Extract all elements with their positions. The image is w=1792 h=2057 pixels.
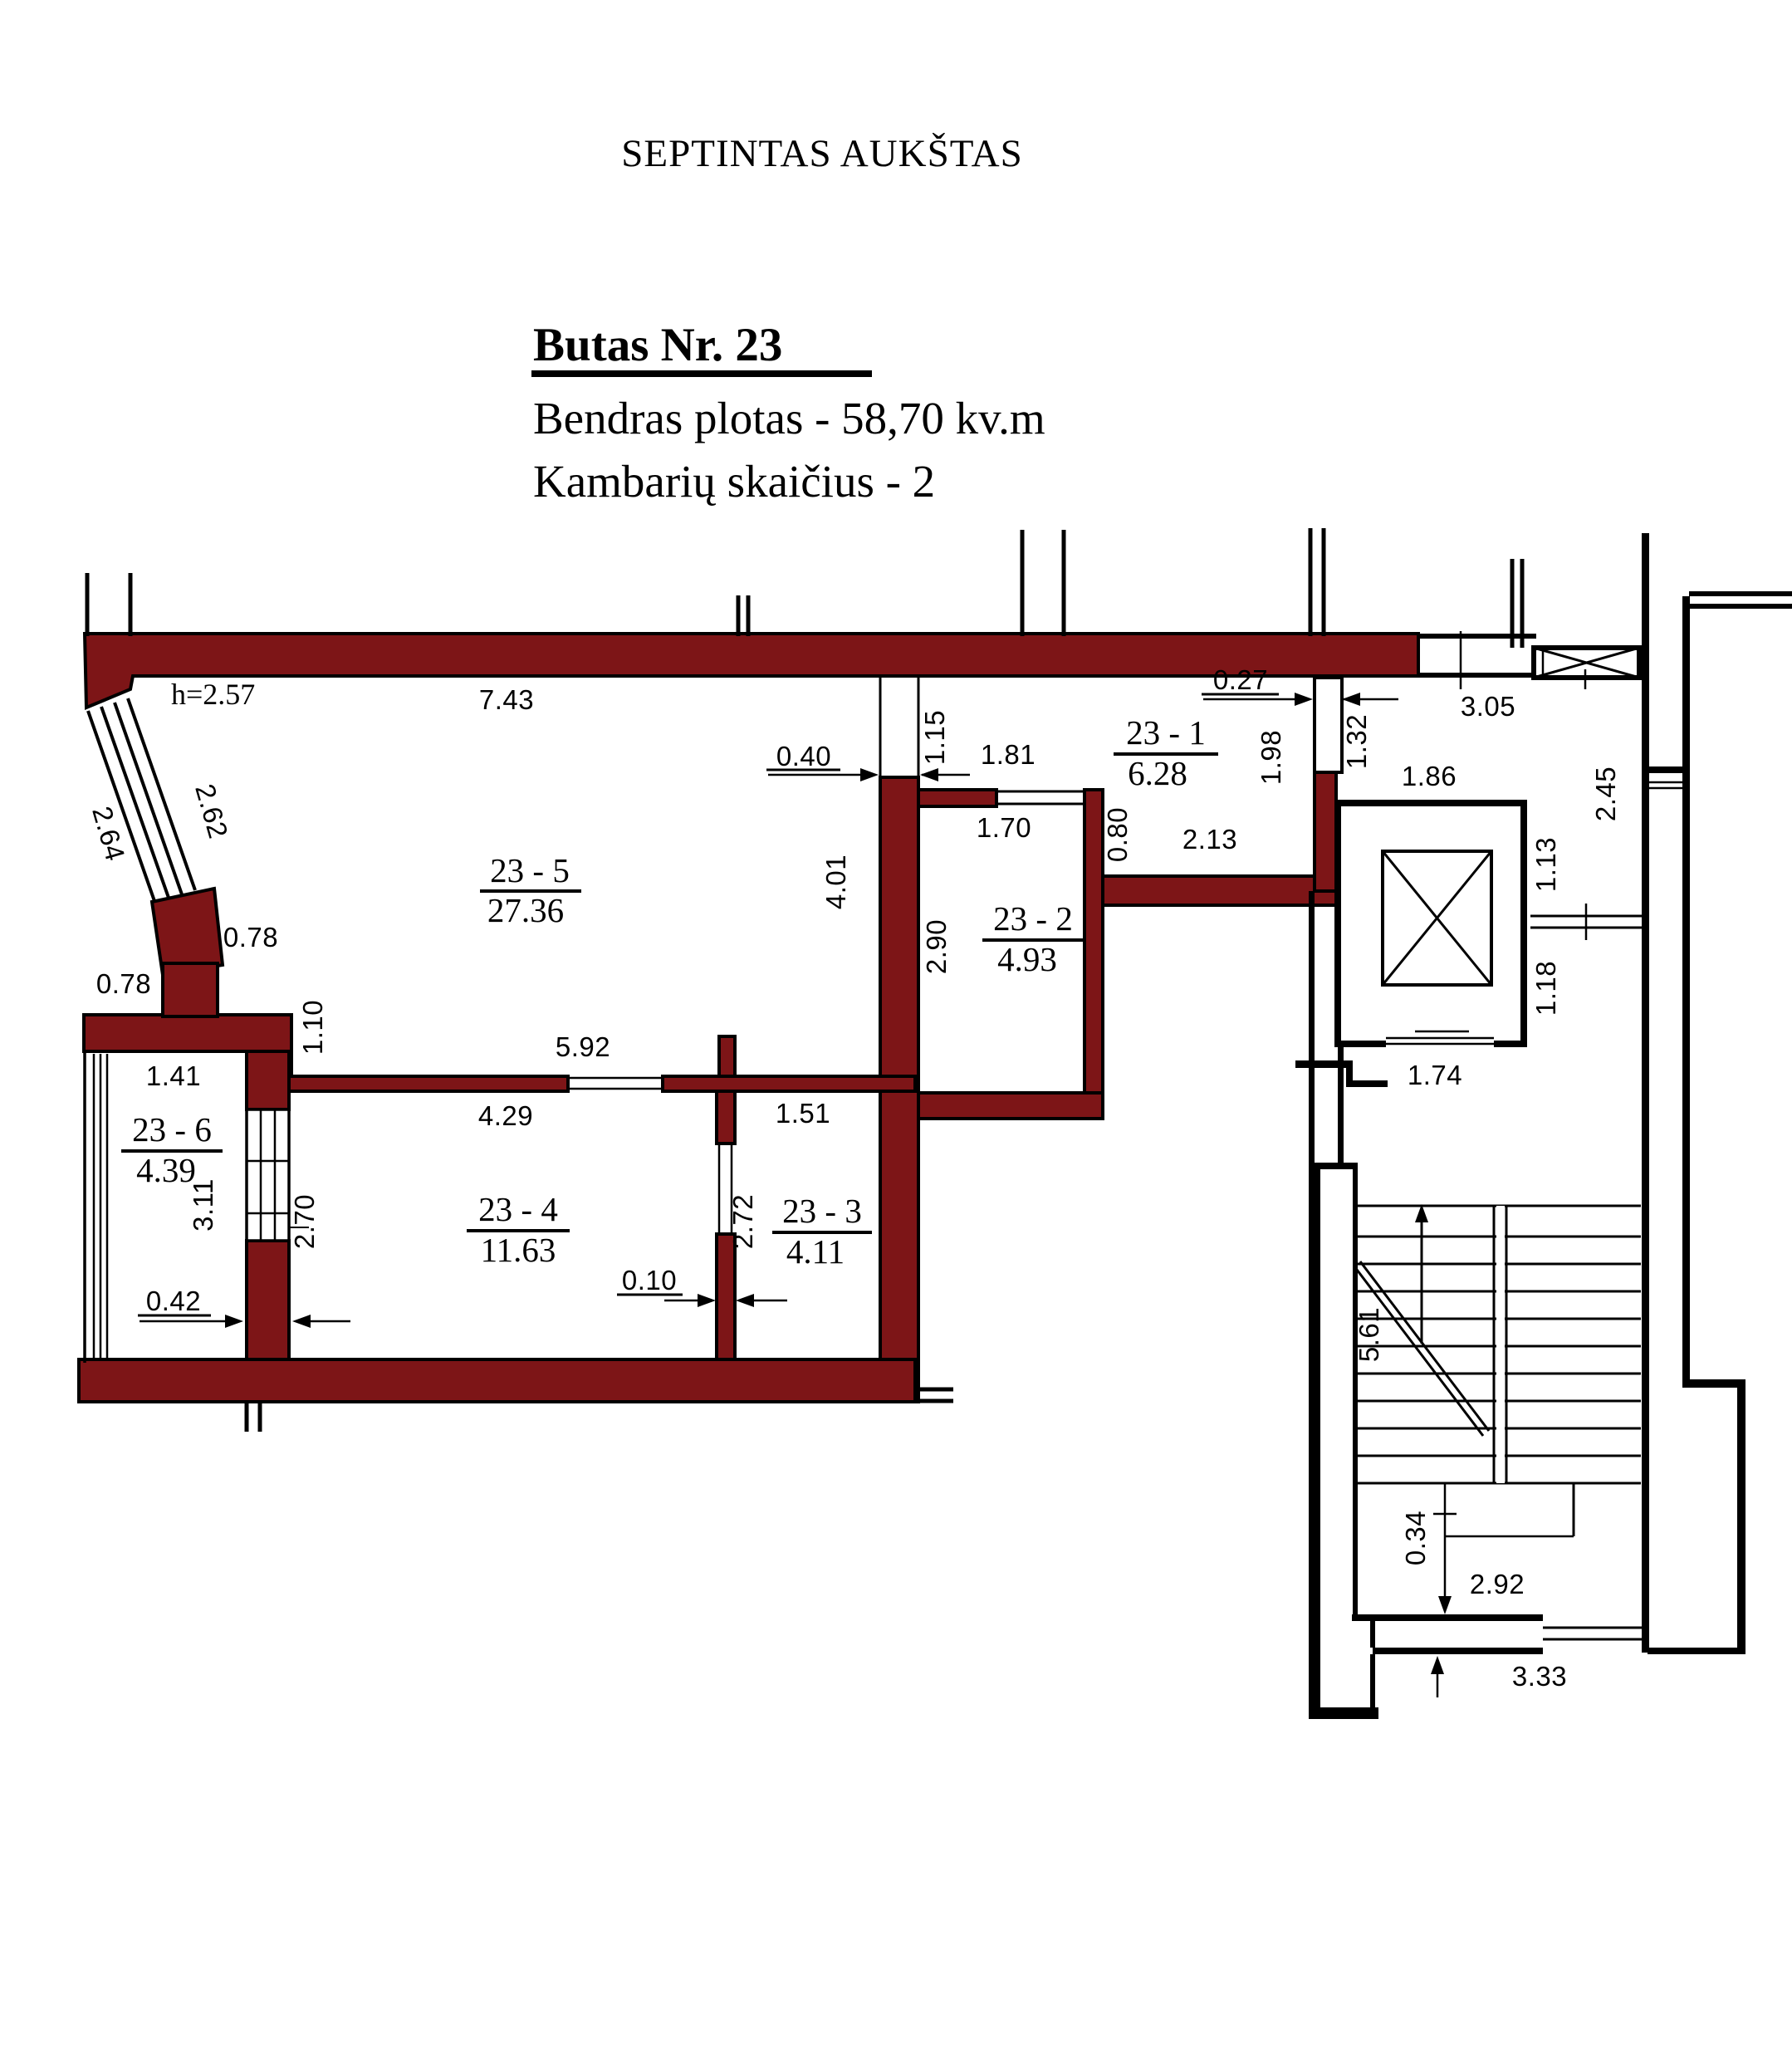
- dim-1-10: 1.10: [297, 1000, 328, 1055]
- wall-23-6-23-4-lower: [245, 1239, 291, 1364]
- wall-23-4-top-right: [661, 1075, 917, 1093]
- wall-23-2-top: [917, 788, 998, 808]
- apartment-name-underline: [531, 370, 872, 377]
- dim-1-86: 1.86: [1402, 761, 1457, 791]
- dim-5-61: 5.61: [1354, 1307, 1384, 1362]
- wall-23-4-top-left: [287, 1075, 570, 1093]
- dim-4-01: 4.01: [820, 855, 851, 909]
- dim-1-98: 1.98: [1256, 730, 1286, 785]
- wall-lobby-top: [1649, 766, 1682, 773]
- room-area: 6.28: [1128, 754, 1187, 792]
- dim-ceiling-height: h=2.57: [171, 678, 255, 711]
- dim-0-78-right: 0.78: [223, 922, 278, 953]
- openings: [568, 676, 1344, 1234]
- dim-2-45: 2.45: [1590, 766, 1621, 821]
- elevator-area: [1295, 800, 1642, 1168]
- room-label-23-3: 23 - 3 4.11: [772, 1192, 872, 1271]
- wall-stub-23-5: [717, 1035, 737, 1078]
- room-area: 4.39: [136, 1151, 196, 1189]
- room-area: 4.93: [997, 940, 1057, 978]
- room-labels: 23 - 5 27.36 23 - 6 4.39 23 - 4 11.63 23…: [121, 713, 1218, 1271]
- stair-outer-left-wall: [1309, 1166, 1320, 1714]
- stairwell: [1309, 1163, 1642, 1719]
- dim-5-92: 5.92: [556, 1031, 610, 1062]
- dim-2-72: 2.72: [727, 1194, 758, 1249]
- dim-7-43: 7.43: [479, 684, 534, 715]
- dim-0-78-left: 0.78: [96, 968, 151, 999]
- dim-1-74: 1.74: [1408, 1060, 1462, 1090]
- dim-1-51: 1.51: [776, 1098, 830, 1129]
- dim-0-27: 0.27: [1213, 664, 1268, 695]
- dim-2-62: 2.62: [189, 781, 234, 842]
- apartment-walls: [77, 632, 1420, 1403]
- room-area: 11.63: [481, 1231, 556, 1269]
- wall-bottom-main: [77, 1358, 917, 1403]
- wall-23-5-23-6: [82, 1013, 293, 1053]
- stair-up-arrow: [1415, 1204, 1428, 1222]
- room-label-23-2: 23 - 2 4.93: [982, 899, 1084, 978]
- dimension-labels: h=2.57 7.43 2.64 2.62 0.78 0.78 1.41 3.1…: [86, 664, 1621, 1692]
- room-id: 23 - 6: [132, 1110, 212, 1148]
- porch-lower-edge: [1373, 1648, 1543, 1654]
- room-23-6-windows: [83, 1051, 309, 1363]
- dim-1-41: 1.41: [146, 1060, 201, 1091]
- dim-2-13: 2.13: [1182, 824, 1237, 855]
- dim-2-90: 2.90: [921, 919, 952, 974]
- apartment-total-area: Bendras plotas - 58,70 kv.m: [533, 393, 1045, 443]
- wall-23-2-bottom: [917, 1091, 1104, 1120]
- dim-2-70: 2.70: [289, 1194, 320, 1249]
- wall-stubs-above: [85, 528, 1525, 648]
- dim-1-81: 1.81: [981, 739, 1036, 770]
- wall-left-step: [161, 962, 219, 1018]
- room-area: 4.11: [786, 1232, 845, 1271]
- room-id: 23 - 2: [993, 899, 1073, 938]
- dim-1-18: 1.18: [1530, 961, 1561, 1016]
- bottom-wall-stubs: [244, 1387, 953, 1432]
- floor-title: SEPTINTAS AUKŠTAS: [621, 132, 1022, 175]
- room-label-23-4: 23 - 4 11.63: [467, 1190, 570, 1269]
- wall-23-6-23-4-upper: [245, 1050, 291, 1111]
- dim-3-11: 3.11: [188, 1178, 218, 1232]
- dim-0-80: 0.80: [1102, 807, 1133, 862]
- room-label-23-5: 23 - 5 27.36: [480, 851, 581, 929]
- room-id: 23 - 3: [782, 1192, 862, 1230]
- room-label-23-1: 23 - 1 6.28: [1114, 713, 1218, 792]
- room-label-23-6: 23 - 6 4.39: [121, 1110, 223, 1189]
- header: SEPTINTAS AUKŠTAS Butas Nr. 23 Bendras p…: [531, 132, 1045, 507]
- dim-1-13: 1.13: [1530, 837, 1561, 892]
- window-grid-23-6: [245, 1108, 291, 1242]
- wall-23-4-23-3-upper: [715, 1090, 737, 1145]
- room-id: 23 - 1: [1126, 713, 1206, 752]
- dim-1-70: 1.70: [977, 812, 1031, 843]
- entrance-door-opening: [1313, 676, 1344, 774]
- dim-1-32: 1.32: [1341, 714, 1372, 769]
- dim-0-42: 0.42: [146, 1286, 201, 1316]
- dim-0-10: 0.10: [622, 1265, 677, 1295]
- dim-4-29: 4.29: [478, 1100, 533, 1131]
- diagonal-window: [86, 698, 197, 902]
- dim-3-05: 3.05: [1461, 691, 1515, 722]
- dim-0-34: 0.34: [1400, 1511, 1431, 1565]
- top-right-structures: [1418, 533, 1792, 1654]
- wall-hall-right: [1313, 771, 1338, 893]
- room-area: 27.36: [487, 891, 564, 929]
- porch-upper-edge: [1352, 1614, 1543, 1621]
- apartment-name: Butas Nr. 23: [533, 319, 782, 371]
- wall-building-right: [1682, 596, 1690, 1383]
- room-id: 23 - 4: [478, 1190, 558, 1228]
- wall-23-4-23-3-lower: [715, 1232, 737, 1372]
- wall-angled-block: [149, 886, 225, 977]
- dim-3-33: 3.33: [1512, 1661, 1567, 1692]
- wall-23-2-right: [1083, 788, 1104, 1120]
- dim-2-92: 2.92: [1470, 1569, 1525, 1599]
- dim-1-15: 1.15: [919, 710, 950, 765]
- apartment-rooms-count: Kambarių skaičius - 2: [533, 456, 935, 507]
- dim-0-40: 0.40: [776, 741, 831, 771]
- wall-hall-nook-bottom: [1101, 874, 1338, 907]
- dimension-graphics: [138, 693, 1574, 1697]
- wall-common-left: [1642, 533, 1649, 1653]
- room-id: 23 - 5: [490, 851, 570, 889]
